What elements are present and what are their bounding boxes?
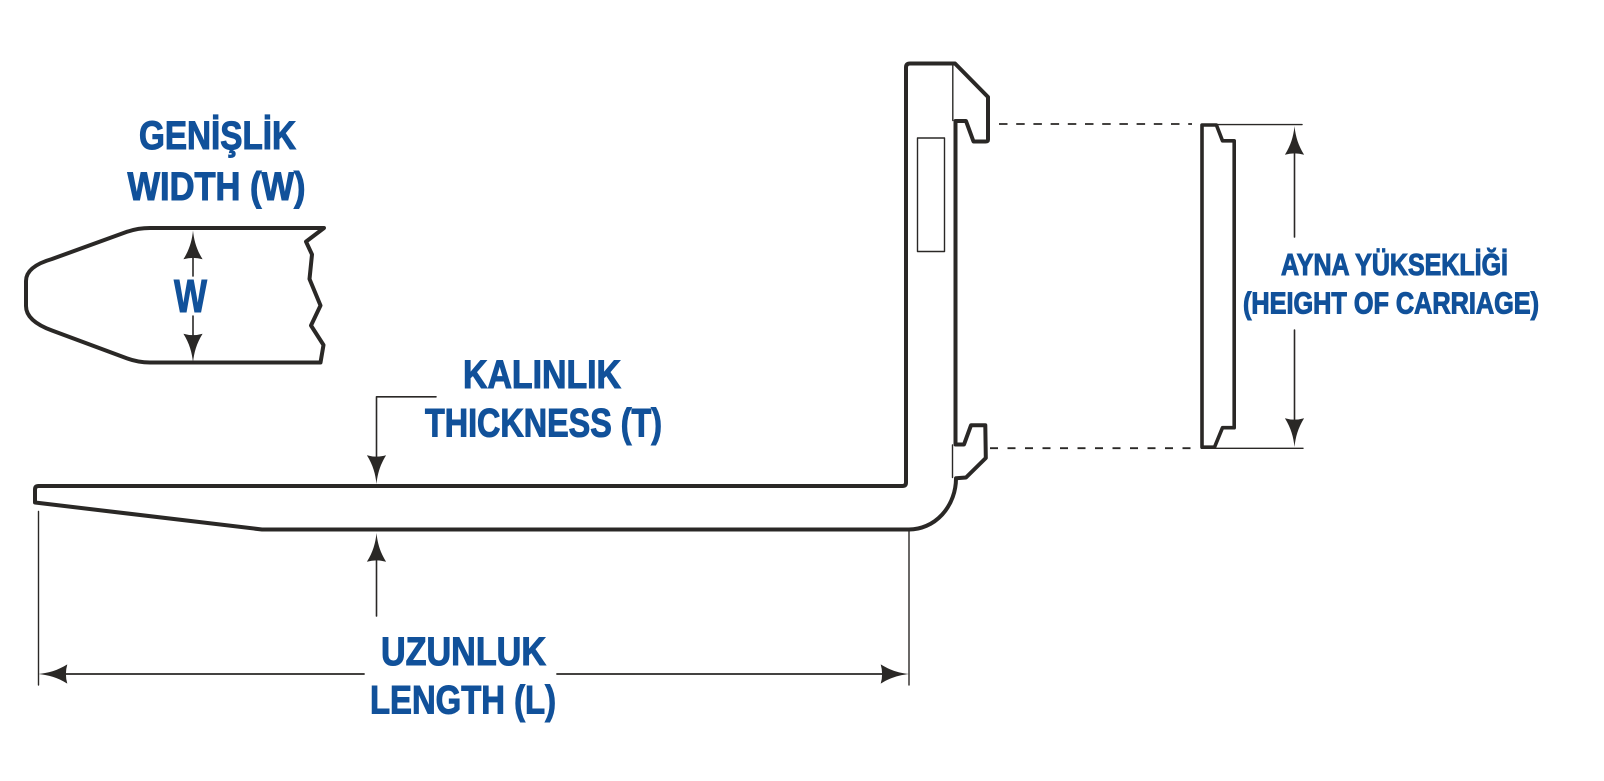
svg-text:GENİŞLİK: GENİŞLİK	[139, 114, 296, 158]
svg-text:W: W	[174, 270, 207, 322]
svg-text:(HEIGHT OF CARRIAGE): (HEIGHT OF CARRIAGE)	[1243, 286, 1539, 321]
svg-text:THICKNESS (T): THICKNESS (T)	[425, 402, 662, 446]
svg-text:LENGTH (L): LENGTH (L)	[370, 679, 556, 723]
svg-text:KALINLIK: KALINLIK	[463, 353, 621, 397]
svg-text:UZUNLUK: UZUNLUK	[381, 630, 546, 674]
svg-text:WIDTH (W): WIDTH (W)	[128, 165, 306, 209]
svg-text:AYNA YÜKSEKLİĞİ: AYNA YÜKSEKLİĞİ	[1281, 247, 1508, 282]
